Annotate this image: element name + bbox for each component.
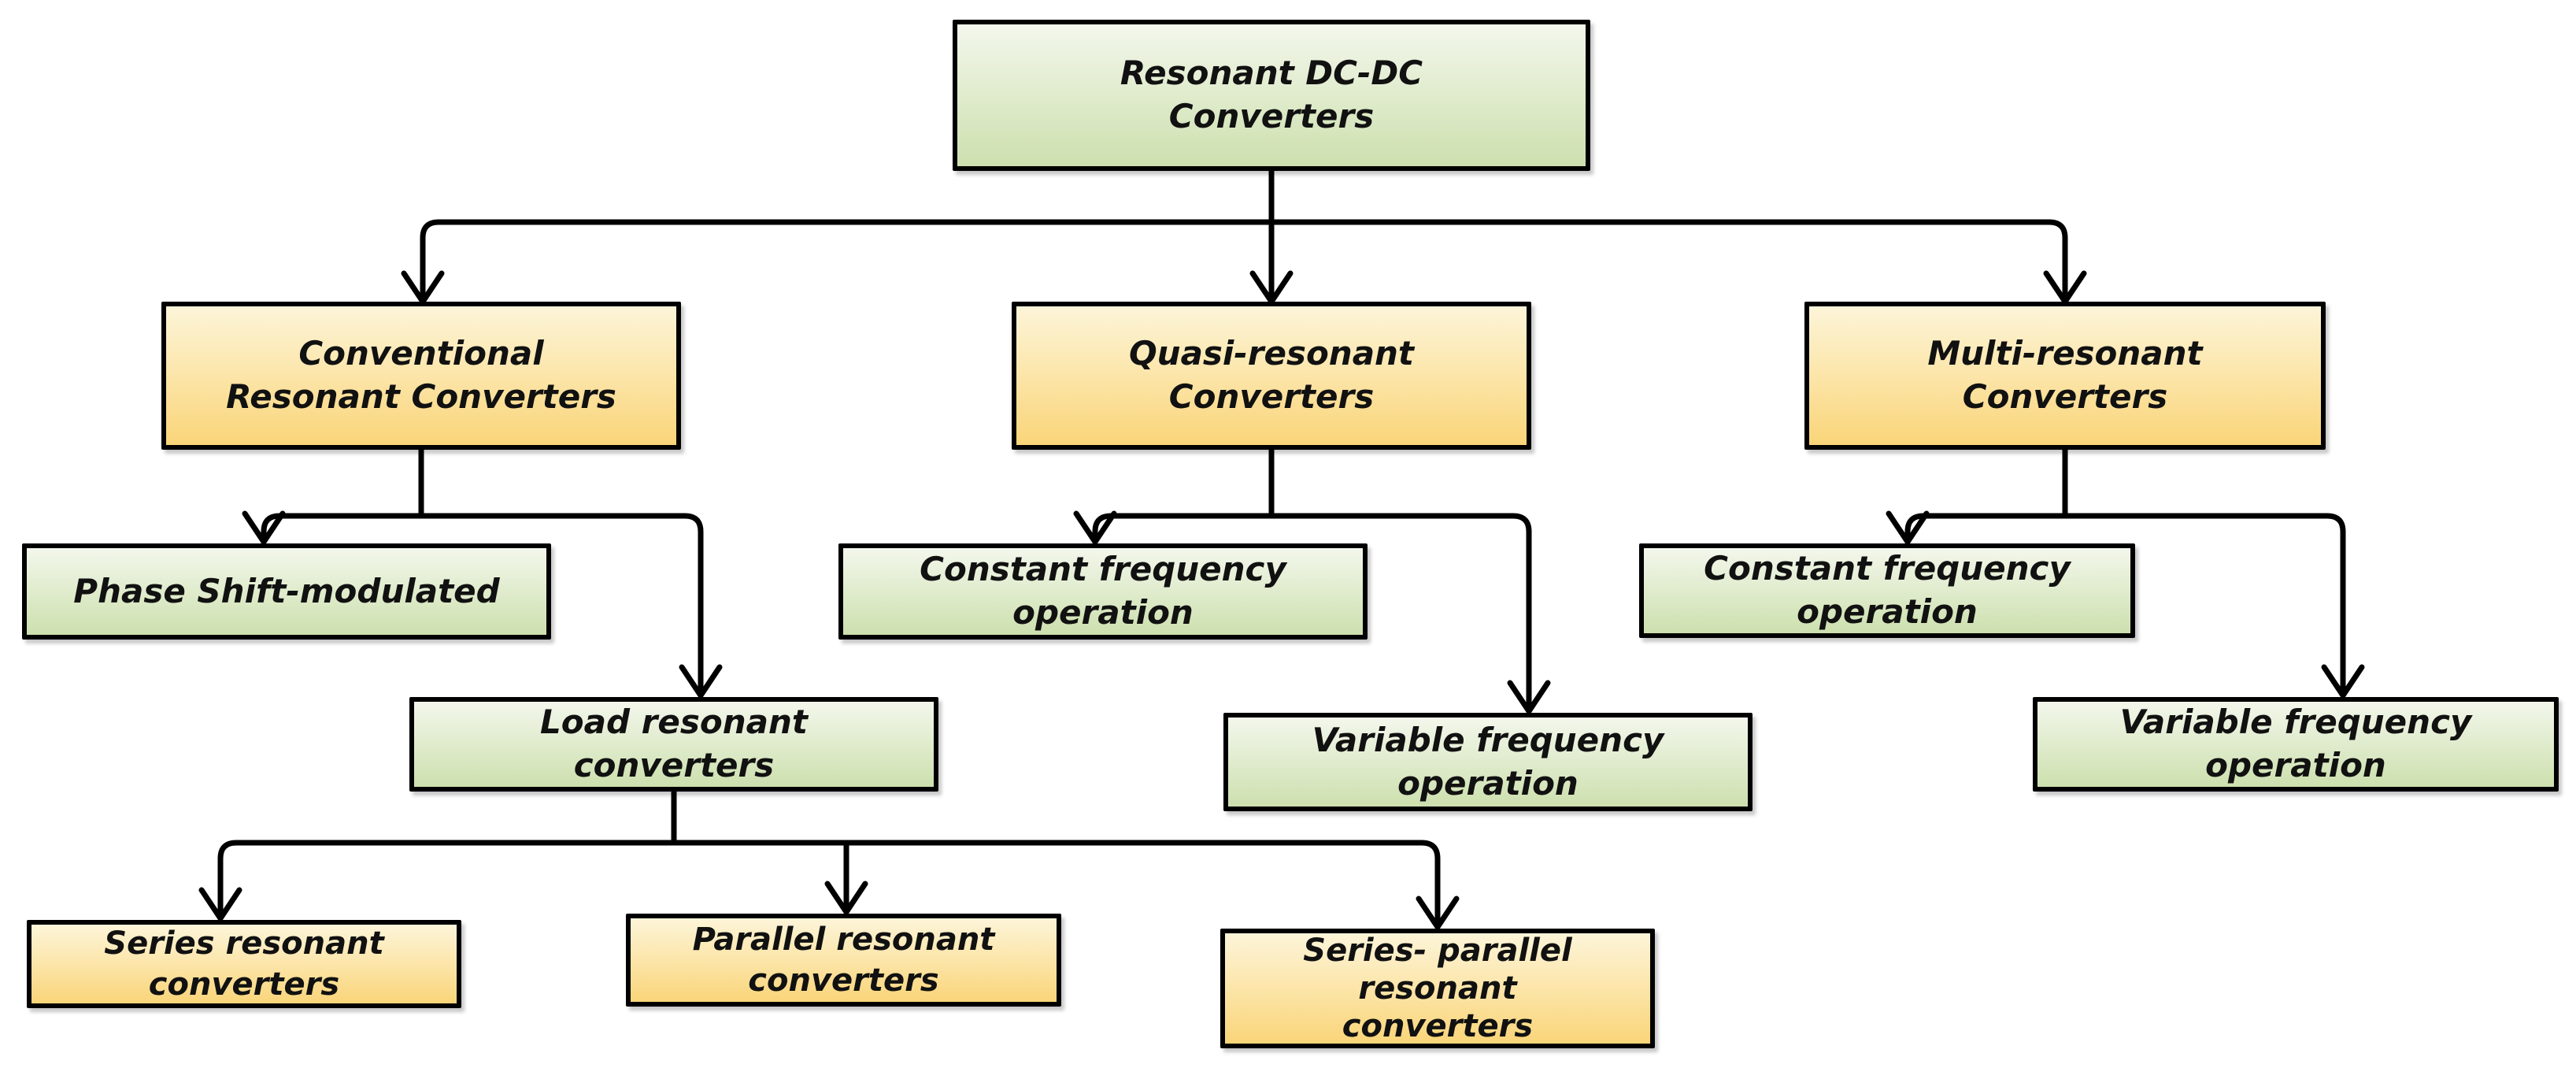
edge-conventional-bracket	[261, 513, 704, 694]
arrowhead-load-parallel	[824, 881, 868, 915]
node-constant-frequency-operation-quasi: Constant frequency operation	[838, 543, 1368, 640]
node-resonant-dcdc-converters: Resonant DC-DC Converters	[953, 20, 1590, 171]
node-phase-shift-modulated: Phase Shift-modulated	[22, 543, 551, 640]
node-quasi-resonant-converters: Quasi-resonant Converters	[1012, 302, 1531, 450]
edge-multi-bracket	[1904, 513, 2346, 694]
arrowhead-multi-constant	[1886, 510, 1930, 545]
node-multi-resonant-converters: Multi-resonant Converters	[1804, 302, 2326, 450]
node-series-parallel-resonant-converters: Series- parallel resonant converters	[1220, 929, 1655, 1048]
arrowhead-quasi-variable	[1507, 680, 1551, 714]
node-load-resonant-converters: Load resonant converters	[409, 697, 938, 792]
arrowhead-conventional-phase-shift	[242, 510, 286, 545]
arrowhead-load-series	[198, 887, 242, 922]
edge-quasi-bracket	[1092, 513, 1532, 710]
edge-root-bracket	[420, 219, 2068, 299]
node-conventional-resonant-converters: Conventional Resonant Converters	[161, 302, 681, 450]
node-variable-frequency-operation-multi: Variable frequency operation	[2033, 697, 2559, 792]
node-variable-frequency-operation-quasi: Variable frequency operation	[1223, 713, 1752, 811]
arrowhead-multi-variable	[2321, 664, 2365, 699]
arrowhead-quasi-constant	[1073, 510, 1117, 545]
node-constant-frequency-operation-multi: Constant frequency operation	[1639, 543, 2135, 638]
arrowhead-conventional-load-resonant	[679, 664, 723, 699]
edge-load-bracket	[217, 840, 1441, 925]
node-series-resonant-converters: Series resonant converters	[27, 920, 461, 1008]
arrowhead-load-series-parallel	[1416, 896, 1460, 930]
node-parallel-resonant-converters: Parallel resonant converters	[626, 914, 1061, 1007]
